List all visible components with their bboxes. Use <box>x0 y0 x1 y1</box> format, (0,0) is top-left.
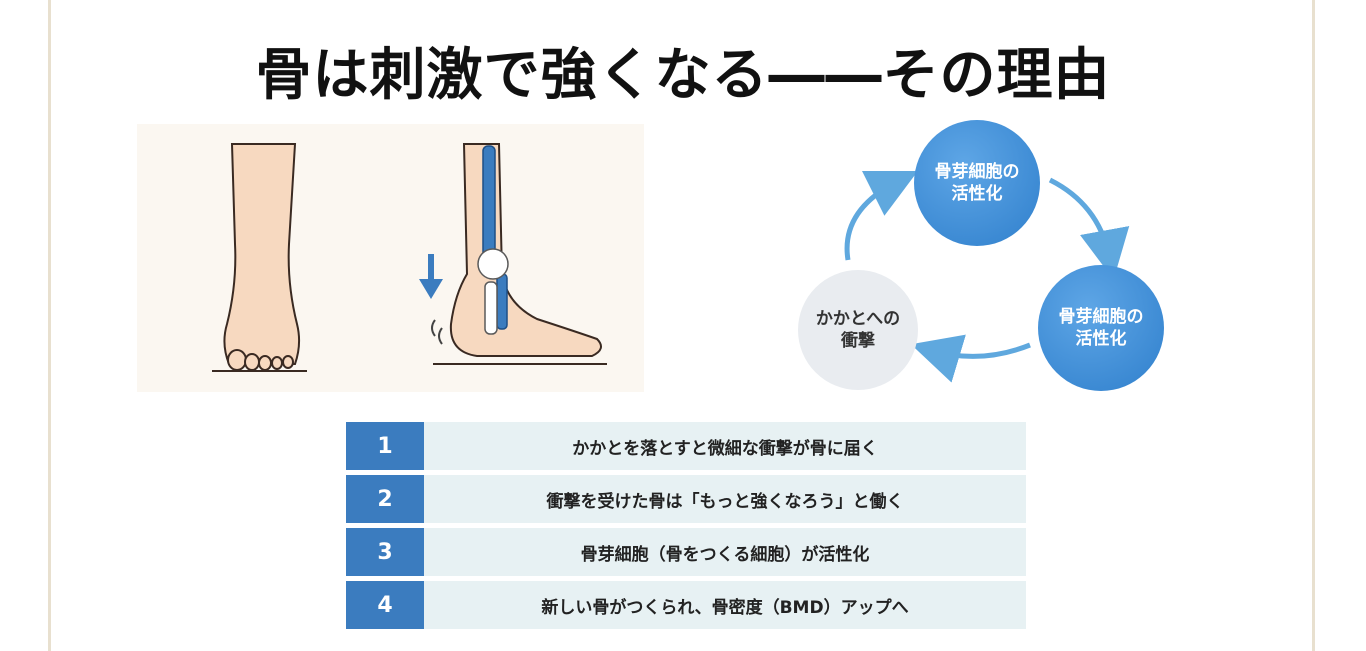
cycle-node-left: かかとへの 衝撃 <box>798 270 918 390</box>
cycle-node-left-line1: かかとへの <box>815 309 901 329</box>
cycle-node-top-line1: 骨芽細胞の <box>934 162 1020 182</box>
steps-list: 1 かかとを落とすと微細な衝撃が骨に届く 2 衝撃を受けた骨は「もっと強くなろう… <box>346 422 1026 634</box>
step-row: 4 新しい骨がつくられ、骨密度（BMD）アップへ <box>346 581 1026 629</box>
cycle-arrow-right-to-left <box>910 334 1031 383</box>
step-row: 3 骨芽細胞（骨をつくる細胞）が活性化 <box>346 528 1026 576</box>
cycle-node-left-line2: 衝撃 <box>841 331 875 351</box>
step-number: 3 <box>346 528 424 576</box>
step-text: 新しい骨がつくられ、骨密度（BMD）アップへ <box>541 597 909 618</box>
step-row: 1 かかとを落とすと微細な衝撃が骨に届く <box>346 422 1026 470</box>
cycle-node-right-line1: 骨芽細胞の <box>1058 307 1144 327</box>
front-foot-image <box>212 143 307 372</box>
step-row: 2 衝撃を受けた骨は「もっと強くなろう」と働く <box>346 475 1026 523</box>
cycle-arrow-top-to-right <box>1048 177 1130 280</box>
cycle-node-right: 骨芽細胞の 活性化 <box>1038 265 1164 391</box>
page-frame-left <box>48 0 51 651</box>
page-title: 骨は刺激で強くなる――その理由 <box>255 43 1111 108</box>
page-frame-right <box>1312 0 1315 651</box>
cycle-node-right-line2: 活性化 <box>1075 329 1127 349</box>
side-foot-image <box>419 143 607 365</box>
step-text: 衝撃を受けた骨は「もっと強くなろう」と働く <box>546 491 904 512</box>
bone-cycle-diagram: 骨芽細胞の 活性化 骨芽細胞の 活性化 かかとへの 衝撃 <box>780 110 1180 410</box>
step-number: 2 <box>346 475 424 523</box>
cycle-arrow-left-to-top <box>844 171 918 261</box>
cycle-node-top: 骨芽細胞の 活性化 <box>914 120 1040 246</box>
foot-illustration <box>137 124 644 392</box>
step-number: 4 <box>346 581 424 629</box>
cycle-node-top-line2: 活性化 <box>951 184 1003 204</box>
step-text: かかとを落とすと微細な衝撃が骨に届く <box>572 438 878 459</box>
step-text: 骨芽細胞（骨をつくる細胞）が活性化 <box>580 544 870 565</box>
step-number: 1 <box>346 422 424 470</box>
